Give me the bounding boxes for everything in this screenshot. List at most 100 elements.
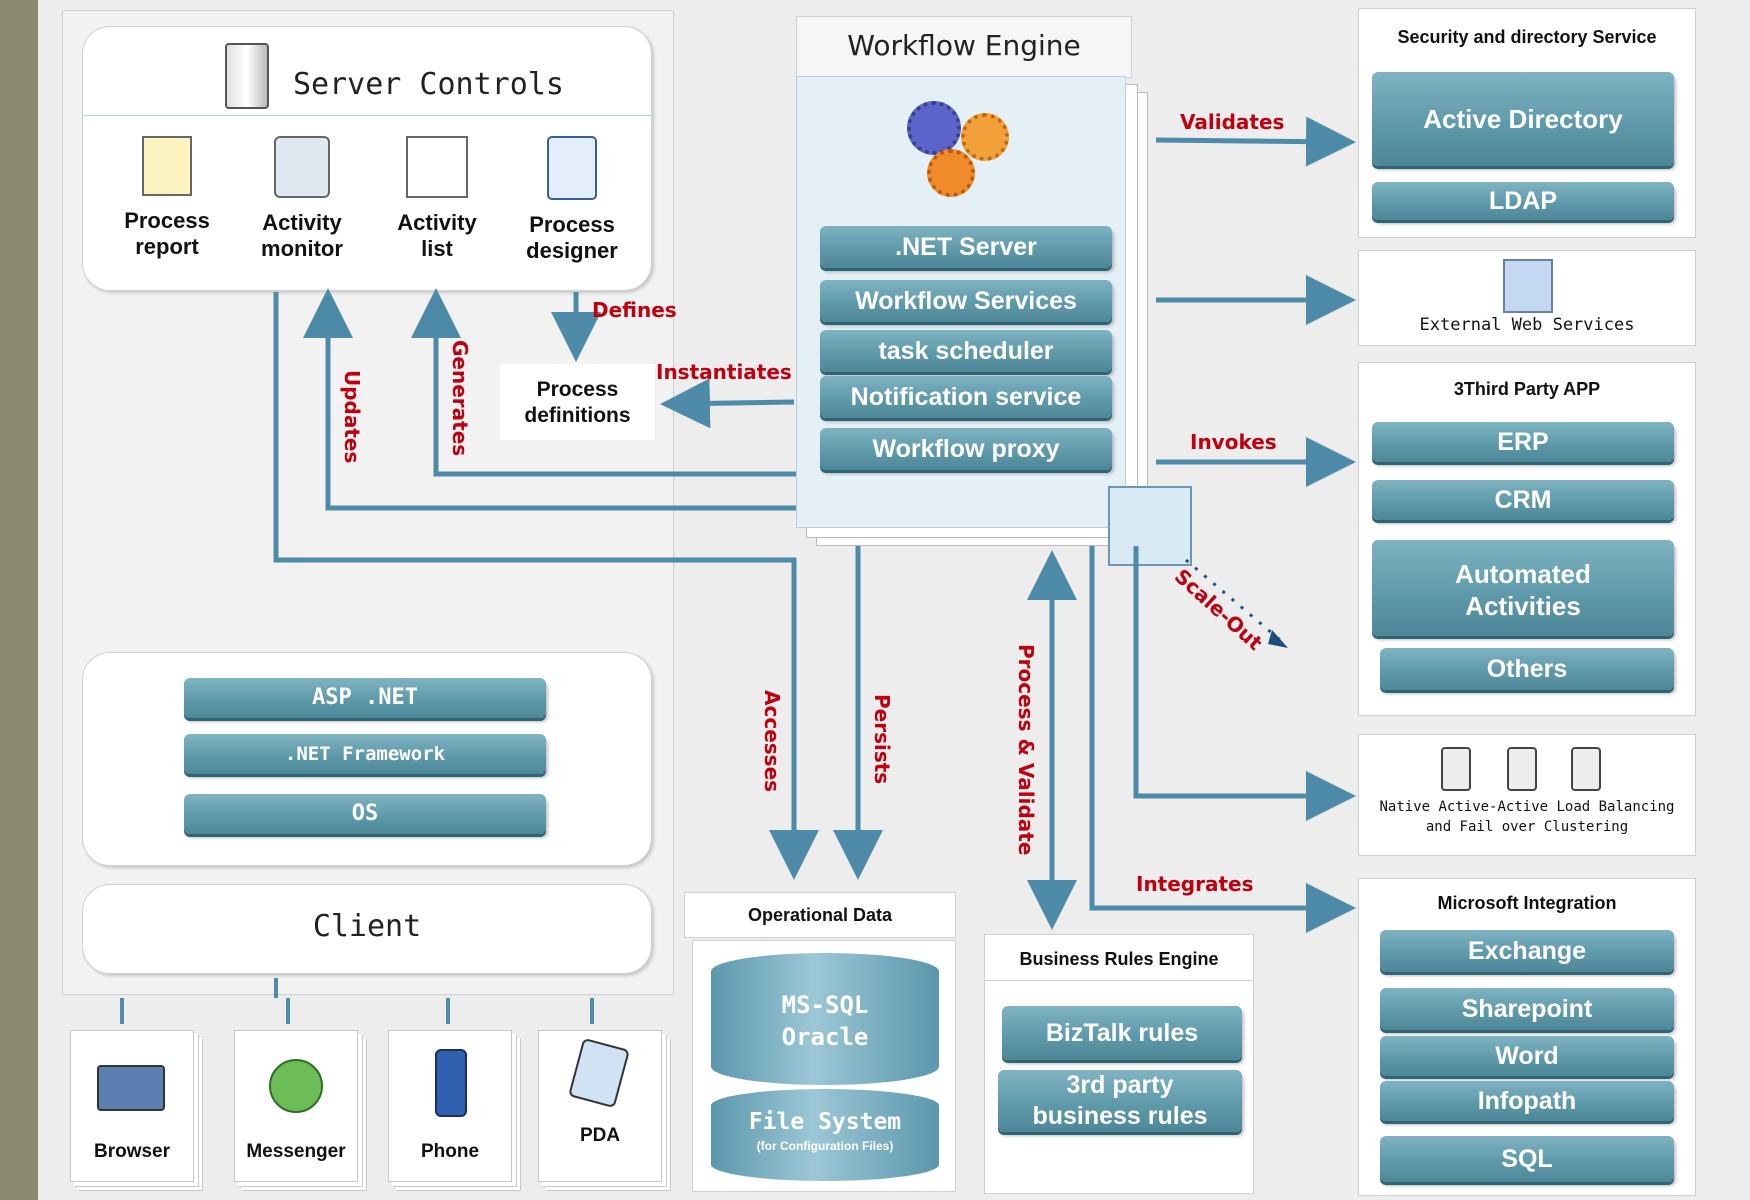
messenger-device-card[interactable]: Messenger [234,1030,358,1182]
third-party-rules-bar[interactable]: 3rd party business rules [998,1070,1242,1132]
activity-monitor-label: Activity [262,210,342,235]
invokes-label: Invokes [1190,430,1277,454]
phone-icon [435,1049,467,1117]
automated-activities-bar[interactable]: Automated Activities [1372,540,1674,636]
fs-label: File System [748,1109,902,1135]
server-controls-title: Server Controls [293,67,564,102]
database-cylinder [711,953,939,1085]
activity-list-item[interactable]: Activity list [378,136,496,262]
messenger-label: Messenger [246,1141,346,1162]
db-label: MS-SQL [781,991,869,1019]
generates-arrow [411,288,796,477]
updates-label: Updates [340,370,364,464]
net-server-bar[interactable]: .NET Server [820,226,1112,268]
messenger-icon [269,1059,323,1113]
process-designer-label-2: designer [526,238,618,263]
browser-label: Browser [93,1141,171,1162]
process-report-icon [142,136,192,196]
asp-net-bar: ASP .NET [184,678,546,718]
third-party-rules-label: 3rd party business rules [1032,1071,1208,1130]
updates-arrow [303,288,796,511]
activity-monitor-icon [274,136,330,198]
workflow-proxy-bar[interactable]: Workflow proxy [820,428,1112,470]
integrates-label: Integrates [1136,872,1254,896]
generates-label: Generates [448,340,472,457]
persists-label: Persists [870,694,894,785]
laptop-icon [97,1065,165,1111]
infopath-bar[interactable]: Infopath [1380,1081,1674,1121]
fs-label-2: (for Configuration Files) [756,1139,894,1153]
process-report-item[interactable]: Process report [108,136,226,260]
defines-label: Defines [592,298,677,322]
crm-bar[interactable]: CRM [1372,480,1674,520]
word-bar[interactable]: Word [1380,1036,1674,1076]
business-rules-title: Business Rules Engine [1019,949,1219,969]
activity-monitor-item[interactable]: Activity monitor [243,136,361,262]
process-definitions-box[interactable]: Process definitions [500,364,655,440]
accesses-arrow [273,292,819,880]
third-party-app-title: 3Third Party APP [1453,379,1601,399]
workflow-engine-title: Workflow Engine [847,29,1081,62]
security-service-title: Security and directory Service [1397,27,1657,47]
instantiates-label: Instantiates [656,360,792,384]
ldap-bar[interactable]: LDAP [1372,182,1674,220]
file-system-cylinder [711,1089,939,1181]
activity-list-icon [406,136,468,198]
phone-device-card[interactable]: Phone [388,1030,512,1182]
sql-bar[interactable]: SQL [1380,1136,1674,1182]
accesses-label: Accesses [760,690,784,793]
pda-device-card[interactable]: PDA [538,1030,662,1182]
external-web-services-label: External Web Services [1419,315,1635,335]
db-label-2: Oracle [781,1023,869,1051]
active-directory-bar[interactable]: Active Directory [1372,72,1674,166]
net-framework-bar: .NET Framework [184,734,546,774]
cluster-server-icon-1 [1441,747,1471,791]
process-designer-icon [547,136,597,200]
notification-service-bar[interactable]: Notification service [820,376,1112,418]
operational-data-title: Operational Data [747,905,893,925]
sharepoint-bar[interactable]: Sharepoint [1380,988,1674,1030]
process-report-label-2: report [135,234,199,259]
task-scheduler-bar[interactable]: task scheduler [820,330,1112,372]
clustering-box: Native Active-Active Load Balancing and … [1358,734,1696,856]
process-designer-label: Process [529,212,615,237]
operational-data-header: Operational Data [684,892,956,938]
activity-monitor-label-2: monitor [261,236,343,261]
gears-icon [907,97,1017,197]
validates-label: Validates [1180,110,1285,134]
integrates-arrow [1089,546,1356,933]
activity-list-label-2: list [421,236,453,261]
pda-label: PDA [579,1125,621,1146]
workflow-services-bar[interactable]: Workflow Services [820,280,1112,322]
operational-data-box: MS-SQL Oracle File System (for Configura… [692,940,956,1192]
cluster-server-icon-3 [1571,747,1601,791]
server-icon [225,43,269,109]
validates-arrow [1155,116,1356,167]
scale-out-arrow [1185,558,1281,642]
os-bar: OS [184,794,546,834]
process-report-label: Process [124,208,210,233]
erp-bar[interactable]: ERP [1372,422,1674,462]
cluster-server-icon-2 [1507,747,1537,791]
automated-activities-label: Automated Activities [1455,559,1591,621]
clustering-label: Native Active-Active Load Balancing [1379,799,1675,815]
process-definitions-label-2: definitions [524,404,631,427]
workflow-engine-header: Workflow Engine [796,16,1132,78]
process-definitions-label: Process [536,378,619,401]
instantiates-arrow [660,378,795,429]
clustering-arrow [1133,546,1356,821]
business-rules-header: Business Rules Engine [984,934,1254,982]
process-validate-label: Process & Validate [1014,644,1038,856]
browser-device-card[interactable]: Browser [70,1030,194,1182]
client-box: Client [82,884,652,974]
client-title: Client [312,909,422,944]
external-web-services-box[interactable]: External Web Services [1358,250,1696,346]
exchange-bar[interactable]: Exchange [1380,930,1674,972]
others-bar[interactable]: Others [1380,648,1674,690]
biztalk-rules-bar[interactable]: BizTalk rules [1002,1006,1242,1060]
web-services-icon [1503,259,1553,313]
clustering-label-2: and Fail over Clustering [1425,819,1629,835]
microsoft-integration-title: Microsoft Integration [1437,893,1617,913]
process-designer-item[interactable]: Process designer [513,136,631,264]
